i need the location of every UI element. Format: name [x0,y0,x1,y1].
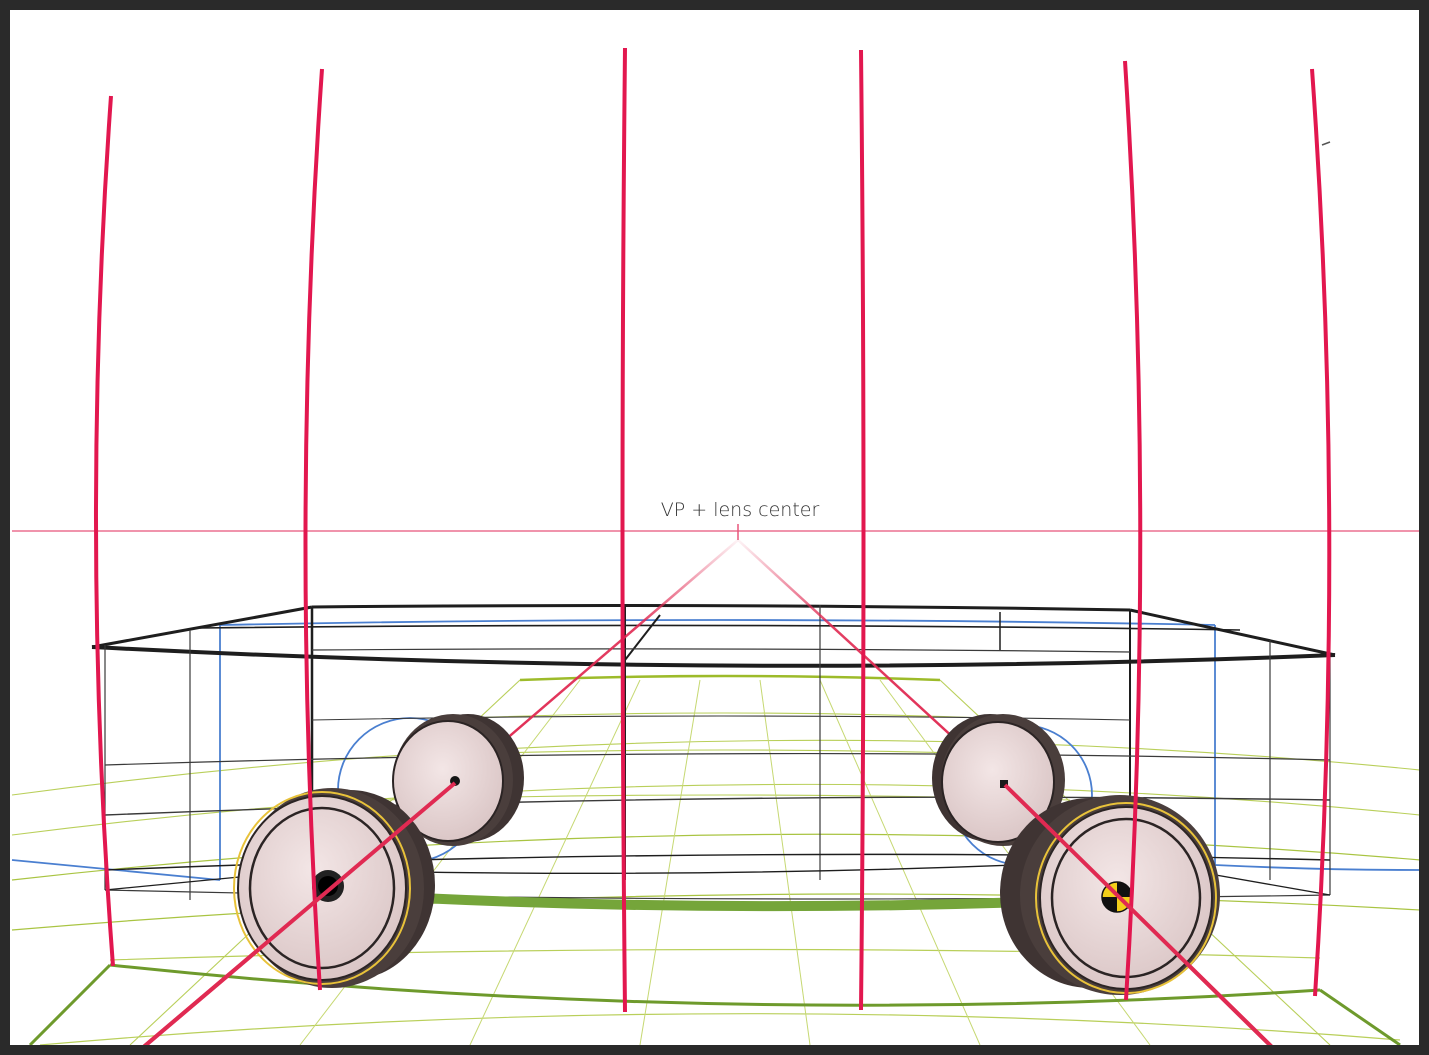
tick-mark [1321,141,1331,146]
axle [419,893,1031,912]
vertical-line-2 [303,68,324,991]
ray-front-left-overlay [142,781,457,1045]
front-left-wheel [233,788,435,988]
vertical-line-5 [1123,60,1143,1001]
ray-front-right-overlay [1003,783,1273,1045]
vertical-line-4 [859,49,866,1011]
vertical-guides [94,47,1332,1013]
rear-right-wheel [932,714,1065,846]
vertical-line-6 [1310,68,1332,997]
vertical-line-3 [620,47,627,1013]
vertical-line-1 [94,95,115,967]
vp-label: VP + lens center [661,499,820,521]
